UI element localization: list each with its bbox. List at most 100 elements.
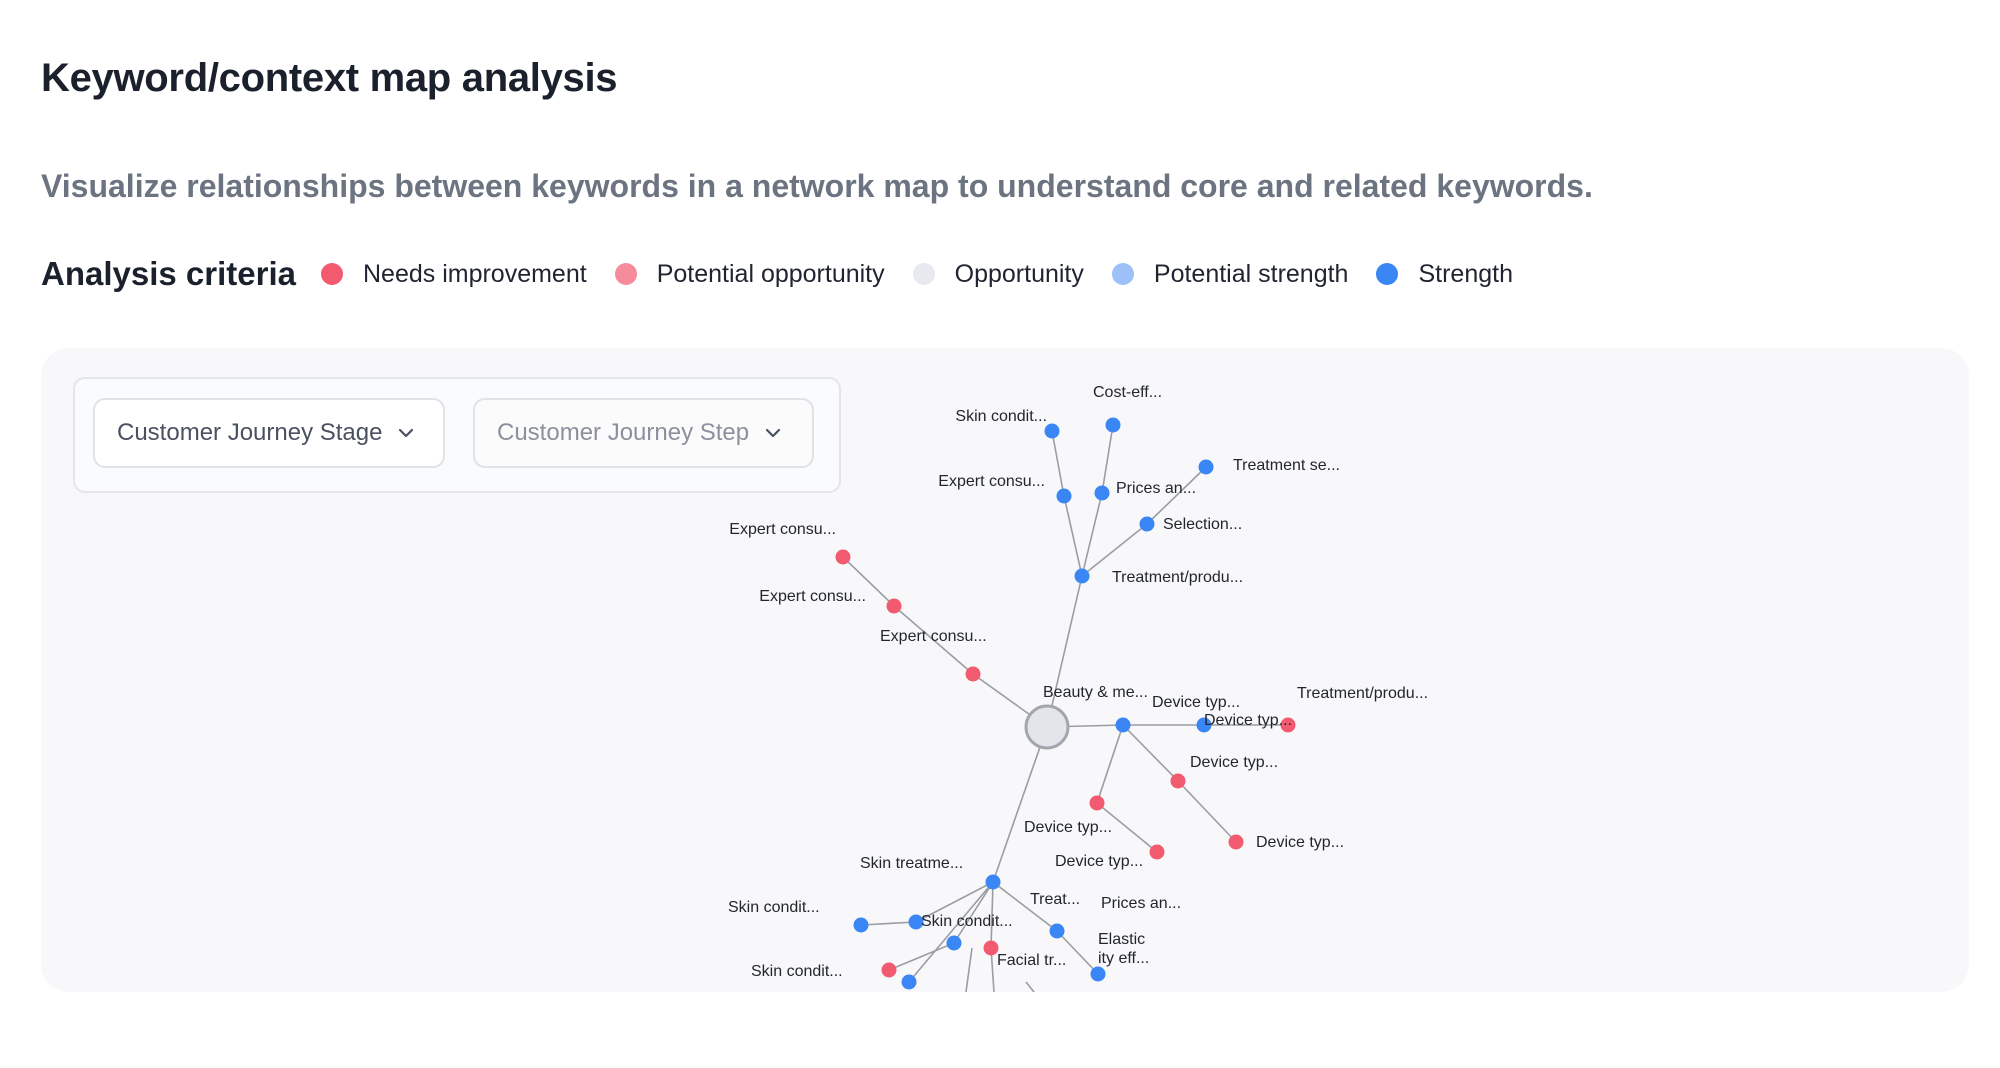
needs-improvement-dot-icon [320, 263, 343, 285]
strength-keyword-node[interactable] [1198, 459, 1214, 475]
page-description: Visualize relationships between keywords… [41, 168, 1593, 204]
chevron-down-icon [766, 428, 781, 438]
chevron-down-icon [399, 428, 414, 438]
graph-edge [1051, 430, 1065, 497]
graph-edge [842, 556, 895, 607]
graph-edge [1101, 424, 1114, 494]
legend-opportunity: Opportunity [912, 259, 1084, 289]
graph-edge [1146, 466, 1207, 525]
graph-edge [893, 605, 974, 675]
step-select-value: Customer Journey Step [497, 419, 750, 446]
node-label: Device typ... [1024, 819, 1112, 836]
stage-select-value: Customer Journey Stage [117, 419, 383, 446]
needs-improvement-keyword-node[interactable] [1228, 834, 1244, 850]
graph-edge [965, 947, 973, 992]
customer-journey-step-select[interactable]: Customer Journey Step [473, 398, 814, 468]
graph-edge [1122, 724, 1179, 782]
graph-edge [1081, 523, 1148, 577]
strength-dot-icon [1376, 263, 1399, 285]
strength-keyword-node[interactable] [1074, 568, 1090, 584]
graph-edge [1081, 492, 1103, 577]
node-label: Treatment/produ... [1297, 685, 1428, 702]
legend-label: Opportunity [954, 259, 1084, 288]
criteria-title: Analysis criteria [41, 255, 296, 292]
needs-improvement-keyword-node[interactable] [983, 940, 999, 956]
node-label: Expert consu... [880, 628, 987, 645]
graph-edge [1096, 724, 1124, 804]
graph-edge [1096, 802, 1158, 853]
strength-keyword-node[interactable] [985, 874, 1001, 890]
strength-keyword-node[interactable] [1094, 485, 1110, 501]
strength-keyword-node[interactable] [908, 914, 924, 930]
graph-edge [888, 942, 955, 971]
graph-edge [953, 881, 994, 944]
needs-improvement-keyword-node[interactable] [1280, 717, 1296, 733]
node-label: Facial tr... [997, 952, 1066, 969]
strength-keyword-node[interactable] [1196, 717, 1212, 733]
node-label: Device typ... [1152, 694, 1240, 711]
needs-improvement-keyword-node[interactable] [965, 666, 981, 682]
keyword-network-graph[interactable]: Beauty & me... Treatment/produ... Expert c… [41, 348, 1969, 992]
node-label: Skin condit... [728, 899, 820, 916]
legend-needs-improvement: Needs improvement [320, 259, 587, 289]
node-label: Prices an... [1116, 480, 1196, 497]
node-label: ity eff... [1098, 950, 1149, 967]
graph-edge [992, 726, 1048, 883]
node-label: Skin condit... [751, 963, 843, 980]
graph-edge [1063, 495, 1083, 577]
graph-edge [860, 921, 917, 926]
node-label: Treat... [1030, 891, 1080, 908]
strength-keyword-node[interactable] [1090, 966, 1106, 982]
node-label: Device typ... [1055, 853, 1143, 870]
legend-label: Potential strength [1153, 259, 1349, 288]
strength-keyword-node[interactable] [853, 917, 869, 933]
needs-improvement-keyword-node[interactable] [1089, 795, 1105, 811]
legend-potential-strength: Potential strength [1111, 259, 1349, 289]
potential-strength-dot-icon [1111, 263, 1134, 285]
node-label: Skin condit... [921, 913, 1013, 930]
customer-journey-stage-select[interactable]: Customer Journey Stage [93, 398, 445, 468]
strength-keyword-node[interactable] [1049, 923, 1065, 939]
node-label: Device typ... [1190, 754, 1278, 771]
node-label: Expert consu... [759, 588, 866, 605]
center-keyword-node[interactable] [1024, 704, 1070, 750]
strength-keyword-node[interactable] [1056, 488, 1072, 504]
node-label: Treatment se... [1233, 457, 1340, 474]
node-label: Prices an... [1101, 895, 1181, 912]
strength-keyword-node[interactable] [1115, 717, 1131, 733]
strength-keyword-node[interactable] [1139, 516, 1155, 532]
graph-edge [915, 881, 994, 923]
needs-improvement-keyword-node[interactable] [1149, 844, 1165, 860]
potential-opportunity-dot-icon [614, 263, 637, 285]
graph-edge [1056, 930, 1099, 975]
needs-improvement-keyword-node[interactable] [1170, 773, 1186, 789]
graph-edge [1025, 981, 1035, 992]
needs-improvement-keyword-node[interactable] [835, 549, 851, 565]
node-label: Expert consu... [938, 473, 1045, 490]
graph-edge [1046, 575, 1083, 728]
graph-edge [990, 881, 994, 949]
needs-improvement-keyword-node[interactable] [886, 598, 902, 614]
legend-label: Needs improvement [362, 259, 587, 288]
keyword-map-panel: Beauty & me... Treatment/produ... Expert c… [41, 348, 1969, 992]
strength-keyword-node[interactable] [946, 935, 962, 951]
graph-edge [908, 881, 994, 983]
node-label: Device typ... [1256, 834, 1344, 851]
node-label: Beauty & me... [1043, 684, 1148, 701]
node-label: Selection... [1163, 516, 1242, 533]
legend-label: Strength [1418, 259, 1513, 288]
node-label: Treatment/produ... [1112, 569, 1243, 586]
graph-edge [992, 881, 1058, 932]
node-label: Skin condit... [955, 408, 1047, 425]
node-label: Elastic [1098, 931, 1145, 948]
graph-edge [1177, 780, 1237, 843]
strength-keyword-node[interactable] [1044, 423, 1060, 439]
opportunity-dot-icon [912, 263, 935, 285]
node-label: Cost-eff... [1093, 384, 1162, 401]
node-label: Device typ... [1204, 712, 1292, 729]
needs-improvement-keyword-node[interactable] [881, 962, 897, 978]
page-title: Keyword/context map analysis [41, 56, 618, 100]
strength-keyword-node[interactable] [901, 974, 917, 990]
strength-keyword-node[interactable] [1105, 417, 1121, 433]
legend-label: Potential opportunity [656, 259, 885, 288]
